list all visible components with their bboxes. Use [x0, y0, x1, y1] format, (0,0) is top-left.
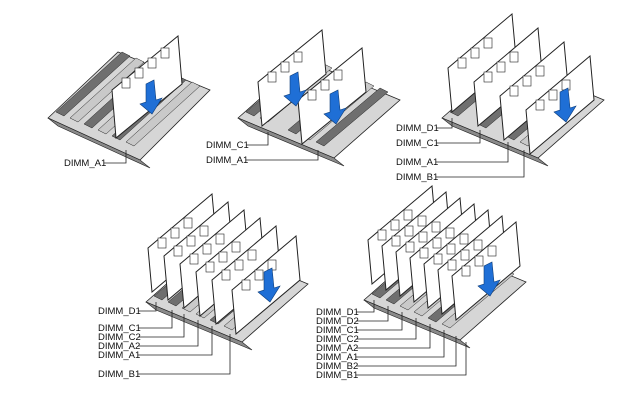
diagram-config-1: DIMM_A1 — [47, 35, 211, 169]
insert-arrow-icon — [553, 87, 577, 123]
leader-line — [436, 142, 509, 163]
leader-line — [138, 314, 185, 338]
label-group: DIMM_C1 DIMM_A1 — [206, 132, 319, 166]
slot-label-dimm-a2: DIMM_A2 — [316, 343, 358, 354]
leader-line — [356, 312, 403, 331]
insert-arrow-icon — [477, 261, 501, 297]
diagram-config-2: DIMM_C1 DIMM_A1 — [206, 29, 401, 167]
diagram-config-4: DIMM_D1 DIMM_C1 DIMM_C2 DIMM_A2 DIMM_A1 … — [98, 192, 309, 380]
slot-label-dimm-a1: DIMM_A1 — [64, 158, 106, 169]
leader-line — [356, 306, 389, 322]
insert-arrow-icon — [323, 89, 347, 125]
leader-line — [138, 334, 231, 375]
slot-label-dimm-a1: DIMM_A1 — [316, 352, 358, 363]
slot-label-dimm-b1: DIMM_B1 — [98, 369, 140, 380]
slot-label-dimm-d1: DIMM_D1 — [98, 306, 141, 317]
leader-line — [356, 324, 431, 349]
slot-label-dimm-a1: DIMM_A1 — [98, 350, 140, 361]
diagram-config-3: DIMM_D1 DIMM_C1 DIMM_A1 DIMM_B1 — [396, 12, 605, 183]
slot-label-dimm-c2: DIMM_C2 — [98, 332, 141, 343]
slot-label-dimm-c1: DIMM_C1 — [396, 138, 439, 149]
leader-line — [356, 330, 445, 358]
leader-line — [436, 118, 453, 129]
leader-line — [356, 336, 457, 367]
slot-label-dimm-b1: DIMM_B1 — [396, 172, 438, 183]
diagram-config-5: DIMM_D1 DIMM_D2 DIMM_C1 DIMM_C2 DIMM_A2 … — [316, 184, 527, 381]
insert-arrow-icon — [139, 79, 163, 115]
slot-label-dimm-d1: DIMM_D1 — [396, 123, 439, 134]
slot-label-dimm-c1: DIMM_C1 — [316, 325, 359, 336]
label-group: DIMM_D1 DIMM_D2 DIMM_C1 DIMM_C2 DIMM_A2 … — [316, 300, 467, 381]
insert-arrow-icon — [257, 267, 281, 303]
slot-label-dimm-d2: DIMM_D2 — [316, 316, 359, 327]
leader-line — [246, 150, 319, 161]
leader-line — [138, 302, 157, 312]
slot-label-dimm-a2: DIMM_A2 — [98, 341, 140, 352]
insert-arrow-icon — [283, 71, 307, 107]
leader-line — [138, 320, 199, 347]
leader-line — [356, 318, 417, 340]
slot-label-dimm-c1: DIMM_C1 — [98, 323, 141, 334]
leader-line — [246, 132, 269, 146]
leader-line — [104, 150, 127, 164]
leader-line — [138, 310, 173, 329]
slot-label-dimm-a1: DIMM_A1 — [396, 157, 438, 168]
leader-line — [436, 150, 525, 178]
slot-label-dimm-a1: DIMM_A1 — [206, 155, 248, 166]
slot-label-dimm-c2: DIMM_C2 — [316, 334, 359, 345]
label-group: DIMM_D1 DIMM_C1 DIMM_C2 DIMM_A2 DIMM_A1 … — [98, 302, 231, 380]
leader-line — [436, 130, 481, 144]
leader-line — [138, 326, 213, 356]
slot-label-dimm-d1: DIMM_D1 — [316, 307, 359, 318]
label-group: DIMM_A1 — [64, 150, 127, 169]
label-group: DIMM_D1 DIMM_C1 DIMM_A1 DIMM_B1 — [396, 118, 525, 183]
leader-line — [356, 300, 375, 313]
leader-line — [356, 342, 467, 376]
slot-label-dimm-b2: DIMM_B2 — [316, 361, 358, 372]
slot-label-dimm-b1: DIMM_B1 — [316, 370, 358, 381]
slot-label-dimm-c1: DIMM_C1 — [206, 140, 249, 151]
